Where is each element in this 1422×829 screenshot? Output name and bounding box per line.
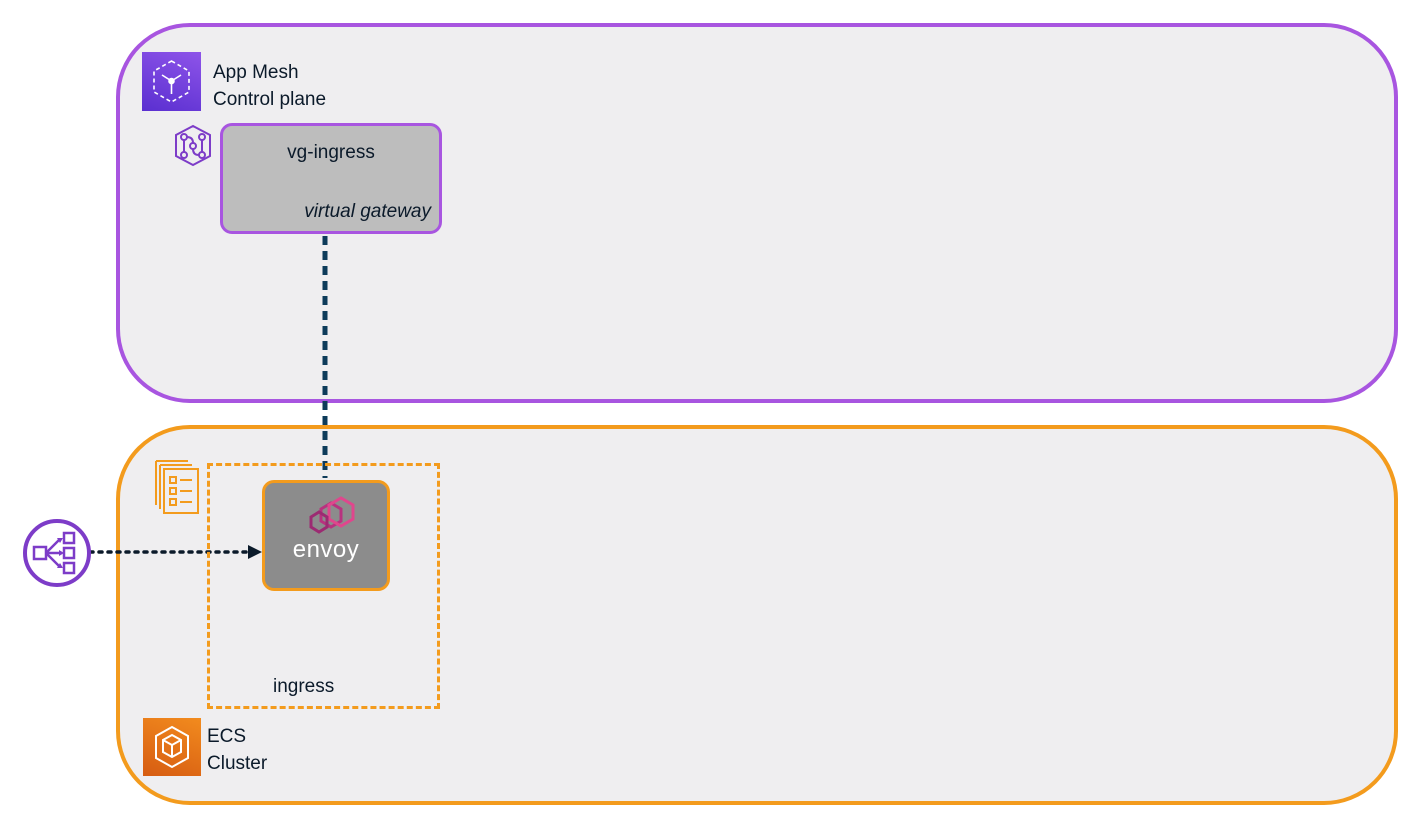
virtual-gateway-node[interactable]: vg-ingress virtual gateway <box>220 123 442 234</box>
ingress-task-box <box>207 463 440 709</box>
envoy-label: envoy <box>292 536 360 563</box>
network-load-balancer-icon[interactable] <box>22 518 92 588</box>
envoy-logo-icon <box>301 495 359 537</box>
task-definition-icon <box>152 459 202 517</box>
nlb-envoy-arrowhead <box>248 545 262 559</box>
envoy-proxy-node[interactable]: envoy <box>262 480 390 591</box>
ingress-task-label: ingress <box>273 676 335 697</box>
virtual-gateway-type-label: virtual gateway <box>304 201 431 222</box>
app-mesh-icon <box>142 52 201 111</box>
control-plane-title-line2: Control plane <box>213 89 327 110</box>
ecs-icon <box>143 718 201 776</box>
ecs-cluster-title-line1: ECS <box>207 726 247 747</box>
virtual-gateway-icon <box>170 123 216 169</box>
virtual-gateway-name: vg-ingress <box>287 142 375 163</box>
control-plane-title-line1: App Mesh <box>213 62 299 83</box>
ecs-cluster-title-line2: Cluster <box>207 753 268 774</box>
